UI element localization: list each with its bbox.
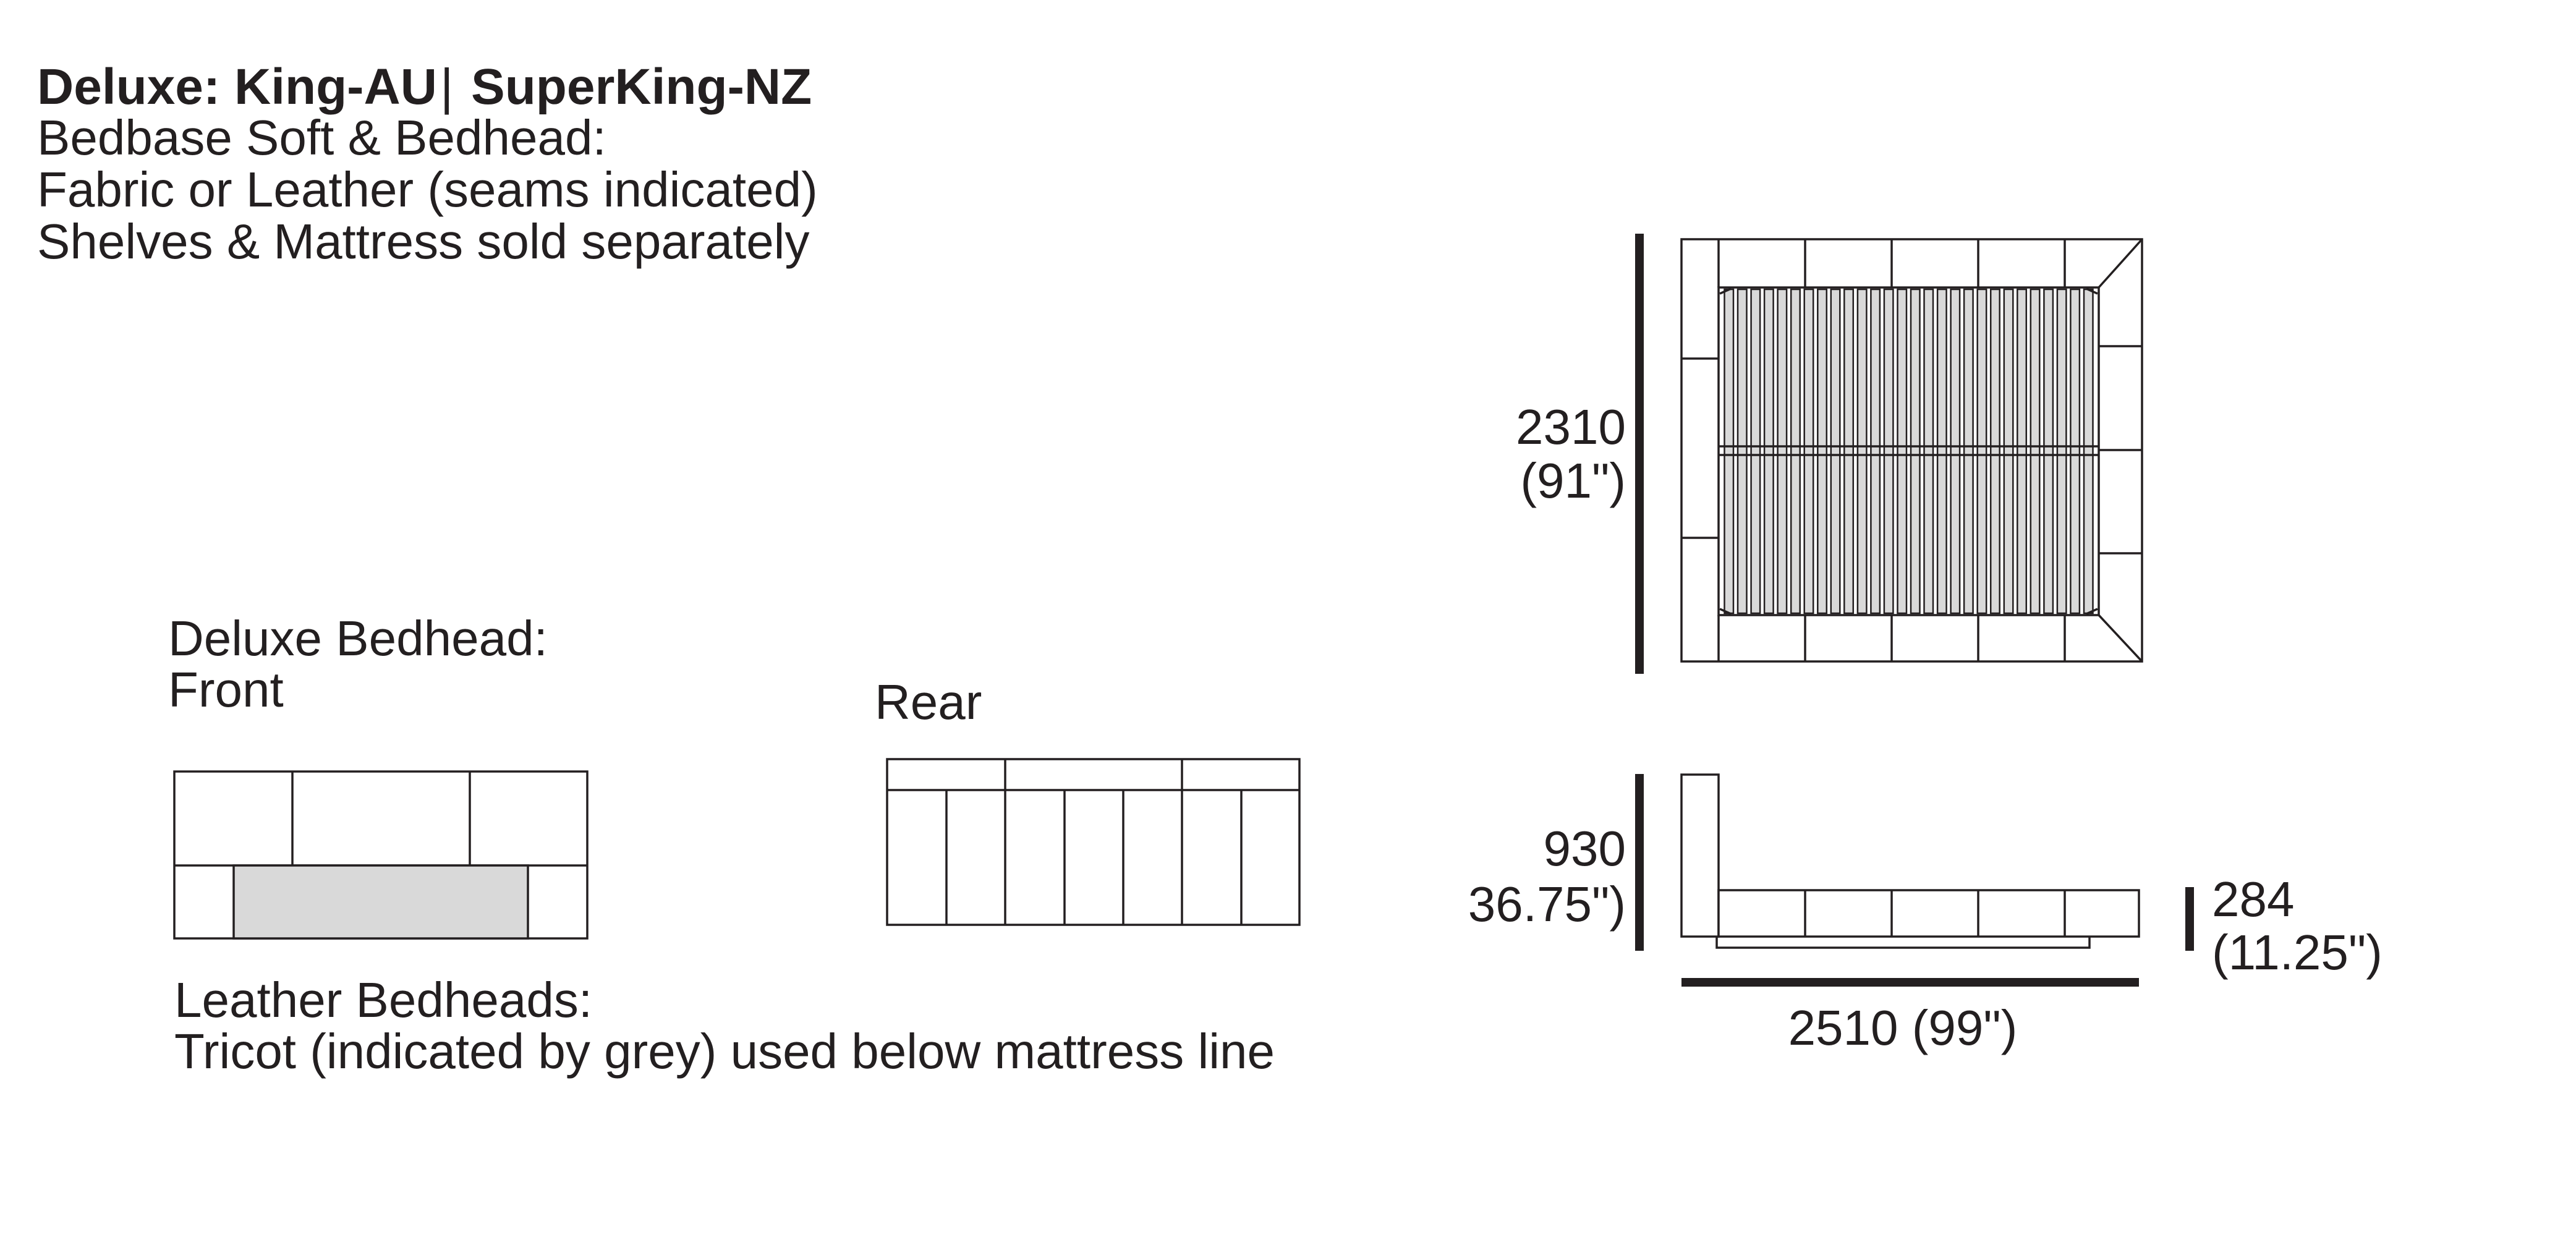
base-height-mm: 284 <box>2212 872 2294 927</box>
slat <box>1803 288 1814 614</box>
rear-label: Rear <box>875 674 982 729</box>
slat <box>1936 288 1947 614</box>
slat <box>2043 288 2054 614</box>
slat <box>1856 288 1868 614</box>
slat <box>1736 288 1748 614</box>
length-in: (91") <box>1520 453 1626 508</box>
slat <box>1897 288 1908 614</box>
slat <box>2030 288 2041 614</box>
length-dimension-bar <box>1635 234 1644 674</box>
slat <box>2017 288 2028 614</box>
header-line-3: Fabric or Leather (seams indicated) <box>37 162 818 217</box>
slat <box>1763 288 1774 614</box>
slat <box>1817 288 1828 614</box>
bed-side-view <box>1680 773 2140 949</box>
slat <box>1750 288 1761 614</box>
title-superking-nz: SuperKing-NZ <box>471 59 812 115</box>
slat <box>1830 288 1841 614</box>
slat <box>1724 288 1735 614</box>
header-line-4: Shelves & Mattress sold separately <box>37 214 809 269</box>
slat <box>1790 288 1801 614</box>
height-mm: 930 <box>1544 821 1626 876</box>
front-bedhead-drawing <box>173 770 589 940</box>
front-label-line1: Deluxe Bedhead: <box>168 611 548 666</box>
height-in: 36.75") <box>1468 877 1626 932</box>
note-line1: Leather Bedheads: <box>174 972 592 1027</box>
header-text: Deluxe: King-AU | SuperKing-NZ Bedbase S… <box>37 59 818 269</box>
slat <box>1923 288 1934 614</box>
base-height-dimension-bar <box>2185 887 2194 951</box>
slat <box>1870 288 1881 614</box>
length-mm: 2310 <box>1516 399 1626 454</box>
width-dimension-bar <box>1681 978 2139 987</box>
slat <box>2070 288 2081 614</box>
slat <box>1963 288 1974 614</box>
base-height-in: (11.25") <box>2212 925 2383 980</box>
title-king-au: Deluxe: King-AU <box>37 59 437 115</box>
bed-slats <box>1724 288 2094 614</box>
rear-bedhead-drawing <box>886 758 1301 926</box>
bed-top-view <box>1680 238 2143 663</box>
slat <box>1777 288 1788 614</box>
tricot-grey-panel <box>232 864 529 940</box>
rear-bedhead-section: Rear <box>875 674 1301 926</box>
width-label: 2510 (99") <box>1788 1000 2018 1055</box>
height-dimension-bar <box>1635 774 1644 951</box>
slat <box>2056 288 2067 614</box>
front-bedhead-section: Deluxe Bedhead: Front <box>168 611 589 940</box>
front-label-line2: Front <box>168 662 284 717</box>
header-line-2: Bedbase Soft & Bedhead: <box>37 110 606 165</box>
slat <box>2083 288 2094 614</box>
title-separator: | <box>440 59 453 115</box>
leather-note: Leather Bedheads: Tricot (indicated by g… <box>174 972 1275 1079</box>
slat <box>2003 288 2014 614</box>
note-line2: Tricot (indicated by grey) used below ma… <box>174 1024 1275 1079</box>
slat <box>1910 288 1921 614</box>
slat <box>1976 288 1987 614</box>
slat <box>1989 288 2000 614</box>
slat <box>1843 288 1855 614</box>
slat <box>1950 288 1961 614</box>
slat <box>1883 288 1894 614</box>
